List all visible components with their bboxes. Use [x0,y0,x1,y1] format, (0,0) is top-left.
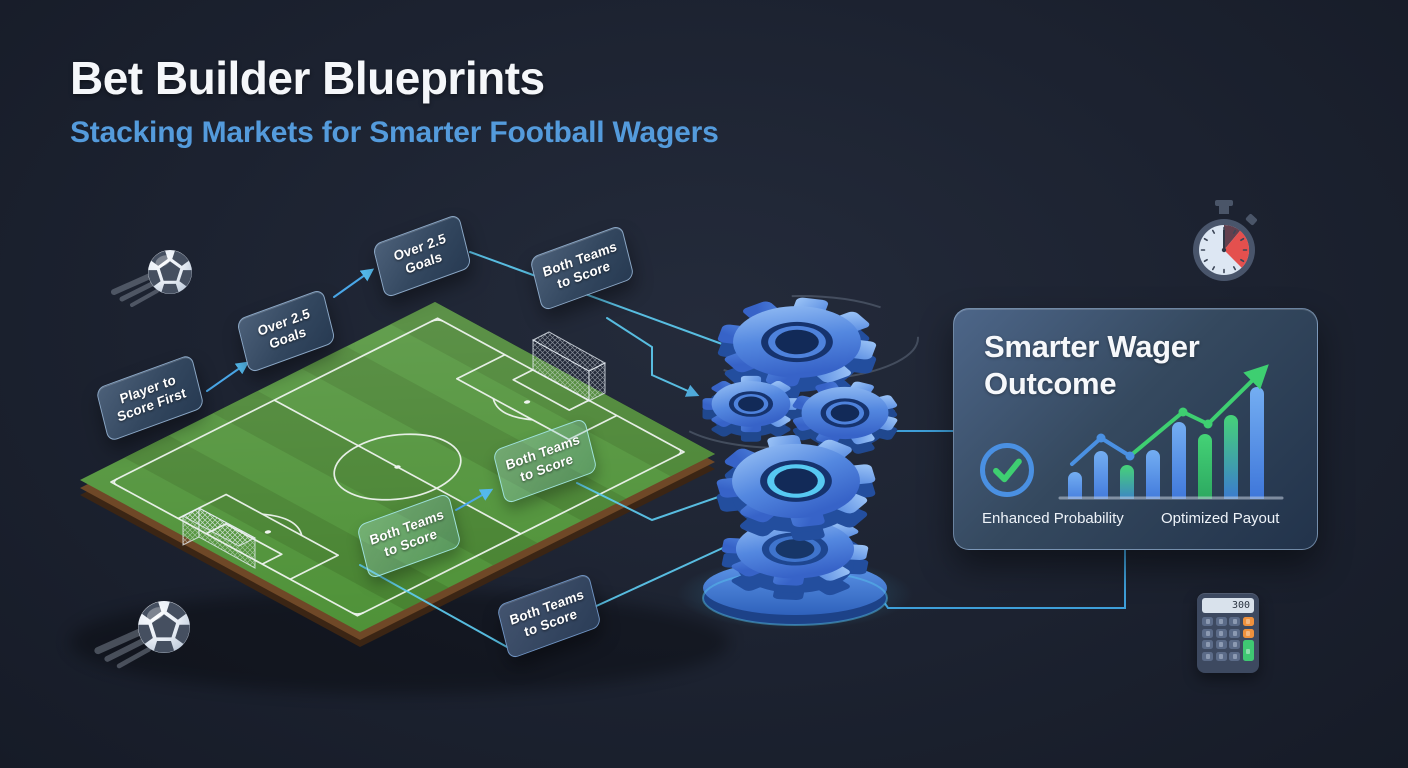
page-title: Bet Builder Blueprints [70,52,545,104]
gear-top [703,289,891,409]
outcome-panel-title: Smarter Wager Outcome [984,329,1200,401]
calc-button [1215,651,1227,661]
check-circle-icon [980,443,1034,497]
calc-button [1215,640,1227,649]
calc-button [1229,628,1241,638]
benefit-label-probability: Enhanced Probability [982,510,1124,527]
goal-net-icon [531,331,607,402]
calculator-keys [1202,617,1254,661]
gear-stack-icon [669,289,919,630]
calc-button [1229,617,1241,626]
page-subtitle: Stacking Markets for Smarter Football Wa… [70,116,719,150]
mini-bar [1172,422,1186,499]
football-pitch [70,302,730,694]
calc-button [1229,651,1241,661]
mini-bar [1146,450,1160,499]
benefit-label-payout: Optimized Payout [1161,510,1280,527]
mini-bar [1068,472,1082,499]
gear-small-right [775,371,915,465]
calc-button [1215,617,1227,626]
calculator-icon: 300 [1197,593,1259,673]
football-icon [114,242,201,305]
mini-bar [1094,451,1108,499]
mini-bar [1198,434,1212,499]
calc-button [1229,640,1241,649]
calc-button [1242,628,1254,638]
gear-bottom [715,509,875,604]
header: Bet Builder Blueprints Stacking Markets … [70,54,719,150]
calculator-display: 300 [1202,598,1254,613]
calc-button [1242,640,1254,661]
calc-button [1242,617,1254,626]
calc-button [1202,628,1214,638]
gear-small-left [702,375,800,442]
gear-mid [704,428,888,548]
mini-bar [1250,387,1264,499]
trend-arrow-icon [1070,364,1269,466]
outcome-panel: Smarter Wager Outcome [953,308,1318,550]
pitch-markings [111,318,684,616]
outcome-mini-chart [1058,364,1284,500]
calc-button [1202,640,1214,649]
calc-button [1202,651,1214,661]
calc-button [1215,628,1227,638]
goal-net-icon [181,507,257,569]
stopwatch-icon [1193,200,1258,281]
calc-button [1202,617,1214,626]
mini-bar [1224,415,1238,499]
mini-bar [1120,465,1134,499]
